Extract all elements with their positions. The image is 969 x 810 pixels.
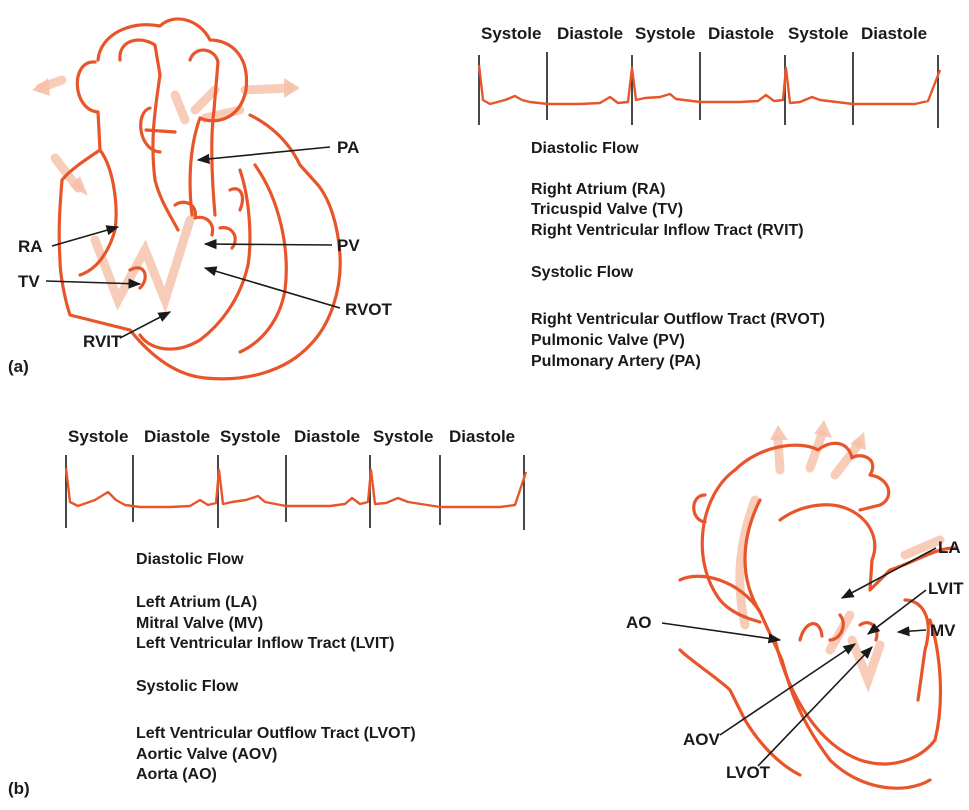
flow-arrowhead-icon bbox=[32, 78, 50, 96]
label-ra: RA bbox=[18, 237, 43, 256]
panel-b-systolic-item: Left Ventricular Outflow Tract (LVOT) bbox=[136, 724, 416, 744]
label-lvit: LVIT bbox=[928, 579, 964, 598]
panel-b-diastolic-item: Left Atrium (LA) bbox=[136, 593, 257, 613]
label-ao: AO bbox=[626, 613, 652, 632]
heart-rv-wall bbox=[140, 170, 250, 349]
panel-b-diastolic-item: Mitral Valve (MV) bbox=[136, 614, 263, 634]
phase-label: Diastole bbox=[294, 427, 360, 446]
flow-path-icon bbox=[95, 220, 190, 300]
panel-b-systolic-item: Aortic Valve (AOV) bbox=[136, 745, 277, 765]
panel-a-systolic-item: Pulmonary Artery (PA) bbox=[531, 352, 701, 372]
phase-label: Systole bbox=[373, 427, 433, 446]
panel-tag-b: (b) bbox=[8, 779, 30, 798]
phase-label: Diastole bbox=[557, 24, 623, 43]
flow-arrowhead-icon bbox=[284, 78, 300, 98]
flow-branch-icon bbox=[778, 434, 858, 475]
label-mv: MV bbox=[930, 621, 956, 640]
phase-label: Systole bbox=[68, 427, 128, 446]
ecg-trace bbox=[66, 468, 526, 507]
phase-label: Diastole bbox=[449, 427, 515, 446]
phase-label: Systole bbox=[788, 24, 848, 43]
heart-aorta-inner bbox=[120, 40, 178, 230]
heart-lv-wall bbox=[905, 600, 928, 700]
phase-label: Systole bbox=[220, 427, 280, 446]
phase-label: Diastole bbox=[861, 24, 927, 43]
label-pa: PA bbox=[337, 138, 359, 157]
label-la: LA bbox=[938, 538, 961, 557]
phase-label: Diastole bbox=[708, 24, 774, 43]
panel-a-ecg-strip: Systole Diastole Systole Diastole Systol… bbox=[479, 24, 940, 128]
panel-a-diastolic-item: Tricuspid Valve (TV) bbox=[531, 200, 683, 220]
heart-left-vessel bbox=[694, 495, 705, 522]
label-pv: PV bbox=[337, 236, 360, 255]
label-tv: TV bbox=[18, 272, 40, 291]
label-rvot: RVOT bbox=[345, 300, 393, 319]
ecg-trace bbox=[479, 65, 940, 104]
phase-label: Systole bbox=[481, 24, 541, 43]
label-rvit: RVIT bbox=[83, 332, 122, 351]
heart-rv bbox=[680, 650, 800, 775]
panel-b-diastolic-item: Left Ventricular Inflow Tract (LVIT) bbox=[136, 634, 394, 654]
heart-lv-outer bbox=[680, 576, 930, 788]
panel-a-diastolic-item: Right Ventricular Inflow Tract (RVIT) bbox=[531, 221, 804, 241]
heart-root bbox=[141, 108, 175, 152]
panel-a-diastolic-item: Right Atrium (RA) bbox=[531, 180, 666, 200]
flow-arrow-icon bbox=[245, 88, 290, 90]
panel-b-diastolic-title: Diastolic Flow bbox=[136, 550, 244, 570]
panel-a-pointers bbox=[46, 147, 340, 338]
heart-leaflets bbox=[220, 189, 242, 248]
panel-a-diastolic-title: Diastolic Flow bbox=[531, 139, 639, 159]
label-aov: AOV bbox=[683, 730, 721, 749]
panel-a-systolic-item: Pulmonic Valve (PV) bbox=[531, 331, 685, 351]
panel-a-systolic-item: Right Ventricular Outflow Tract (RVOT) bbox=[531, 310, 825, 330]
panel-b-systolic-item: Aorta (AO) bbox=[136, 765, 217, 785]
panel-tag-a: (a) bbox=[8, 357, 29, 376]
panel-a-heart-diagram bbox=[32, 19, 340, 379]
phase-label: Systole bbox=[635, 24, 695, 43]
panel-b-systolic-title: Systolic Flow bbox=[136, 677, 238, 697]
phase-label: Diastole bbox=[144, 427, 210, 446]
panel-a-systolic-title: Systolic Flow bbox=[531, 263, 633, 283]
panel-b-ecg-strip: Systole Diastole Systole Diastole Systol… bbox=[66, 427, 526, 530]
label-lvot: LVOT bbox=[726, 763, 771, 782]
panel-b-heart-diagram bbox=[680, 420, 955, 788]
